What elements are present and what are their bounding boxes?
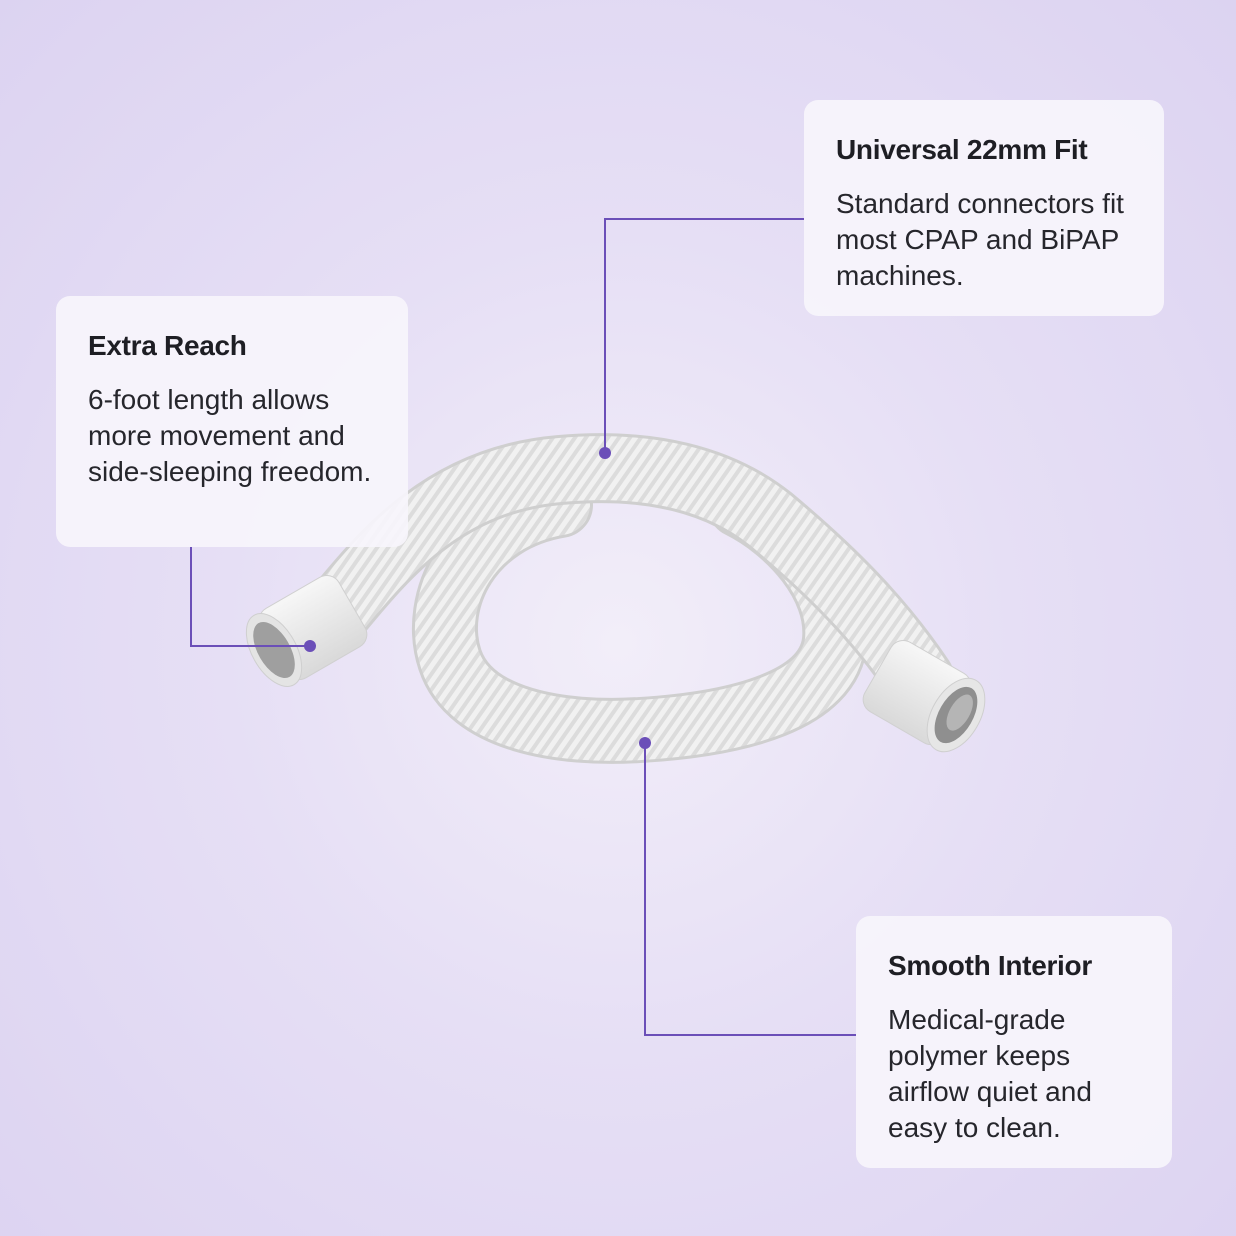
callout-body: Medical-grade polymer keeps airflow quie… bbox=[888, 1004, 1092, 1143]
cpap-hose bbox=[295, 433, 955, 764]
callout-title: Extra Reach bbox=[88, 330, 247, 361]
callout-dots bbox=[304, 447, 651, 749]
callout-dot-smooth bbox=[639, 737, 651, 749]
connector-line-fit bbox=[604, 218, 804, 453]
callout-card-universal-fit: Universal 22mm Fit Standard connectors f… bbox=[804, 100, 1164, 316]
callout-dot-fit bbox=[599, 447, 611, 459]
callout-body: 6-foot length allows more movement and s… bbox=[88, 384, 372, 487]
callout-title: Universal 22mm Fit bbox=[836, 134, 1088, 165]
callout-card-extra-reach: Extra Reach 6-foot length allows more mo… bbox=[56, 296, 408, 547]
connector-line-extra-reach bbox=[190, 547, 310, 647]
callout-body: Standard connectors fit most CPAP and Bi… bbox=[836, 188, 1124, 291]
callout-connectors bbox=[190, 218, 856, 1036]
callout-card-smooth-interior: Smooth Interior Medical-grade polymer ke… bbox=[856, 916, 1172, 1168]
callout-dot-extra-reach bbox=[304, 640, 316, 652]
left-connector-cuff bbox=[245, 574, 368, 687]
callout-title: Smooth Interior bbox=[888, 950, 1092, 981]
connector-line-smooth bbox=[644, 743, 856, 1036]
right-connector-cuff bbox=[862, 639, 986, 753]
